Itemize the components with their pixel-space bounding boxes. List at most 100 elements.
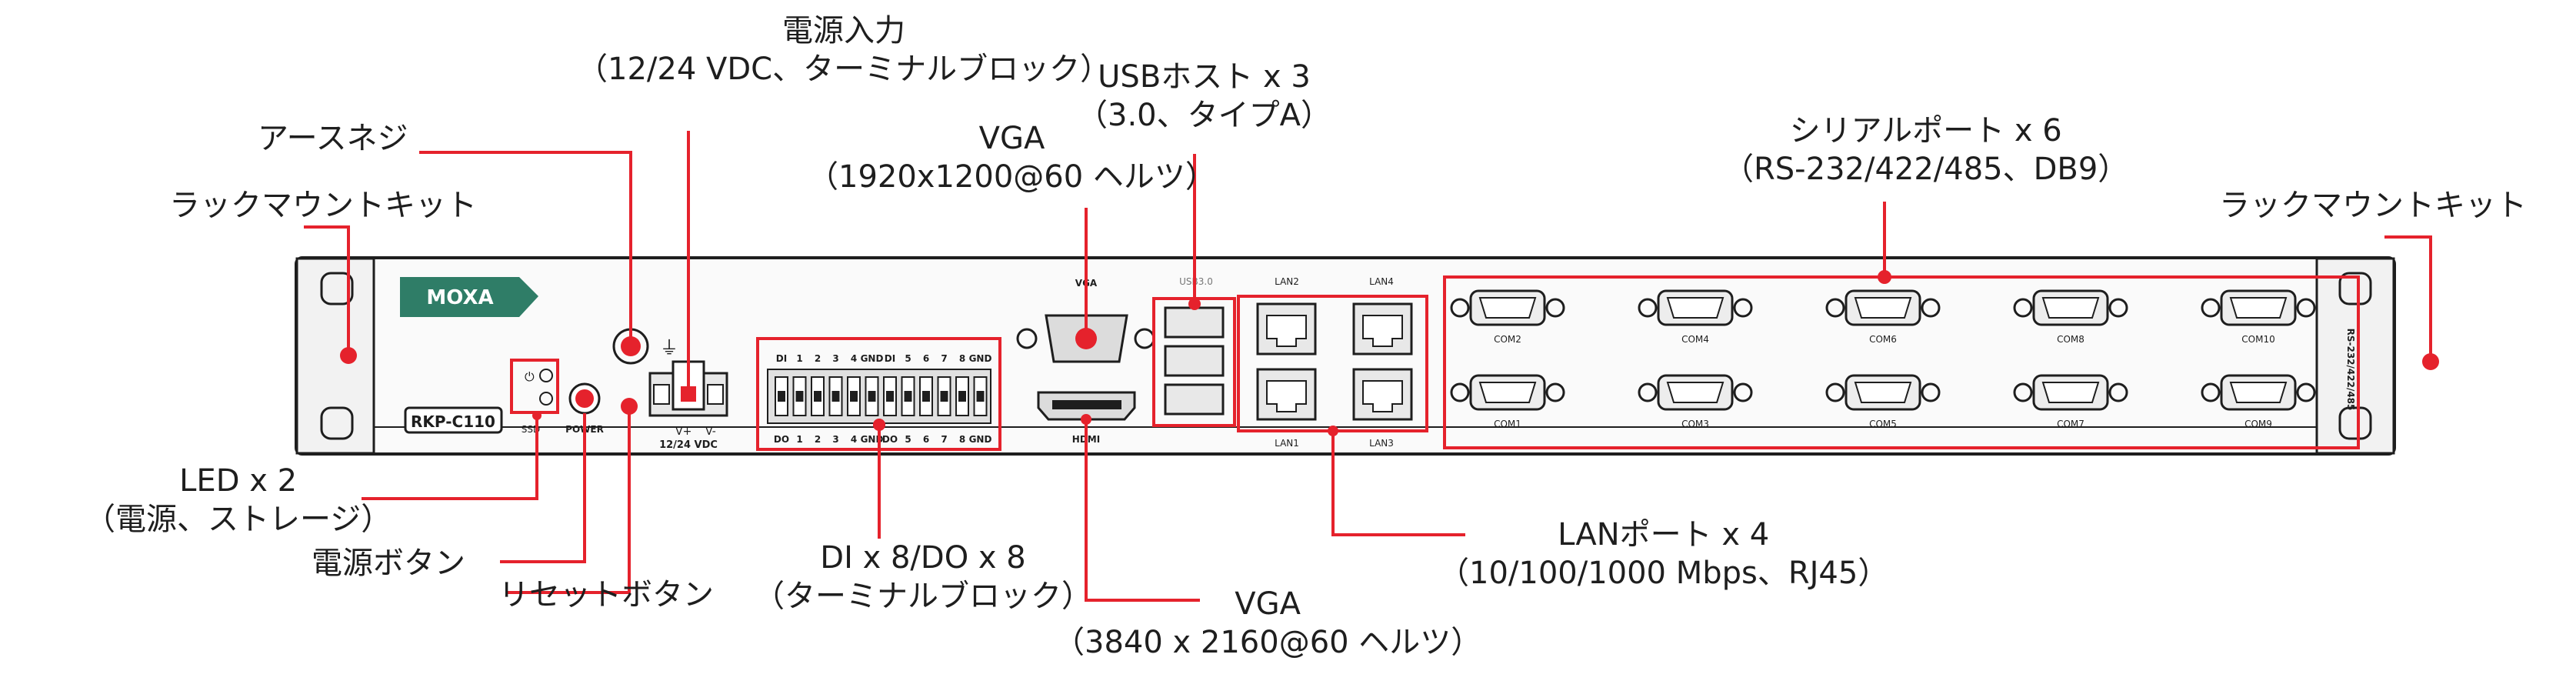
callout-hdmi-vga: VGA （3840 x 2160@60 ヘルツ） [1054, 585, 1481, 662]
rj45-port [1352, 368, 1413, 421]
db9-port [2013, 374, 2128, 411]
callout-usb-host-title: USBホスト x 3 [1098, 59, 1311, 95]
com-label: COM1 [1494, 419, 1521, 429]
callout-dio: DI x 8/DO x 8 （ターミナルブロック） [754, 539, 1092, 616]
di-label: DI [885, 353, 895, 364]
com-label: COM3 [1681, 419, 1709, 429]
usb-port [1164, 383, 1225, 416]
callout-led-detail: （電源、ストレージ） [85, 502, 392, 537]
power-vminus-label: V- [705, 426, 716, 438]
rack-ear-right-slot-bottom [2338, 406, 2372, 440]
do-label: 1 [796, 434, 802, 445]
callout-lan-ports-detail: （10/100/1000 Mbps、RJ45） [1438, 556, 1889, 591]
callout-power-input-detail: （12/24 VDC、ターミナルブロック） [577, 52, 1111, 87]
callout-vga-top: VGA （1920x1200@60 ヘルツ） [808, 119, 1216, 196]
power-rating-label: 12/24 VDC [659, 439, 718, 451]
callout-dio-detail: （ターミナルブロック） [754, 579, 1092, 614]
callout-endpoints [532, 388, 1338, 436]
db9-port [2201, 374, 2316, 411]
usb-port [1164, 345, 1225, 377]
com-label: COM9 [2244, 419, 2272, 429]
do-label: 6 [923, 434, 929, 445]
com-label: COM4 [1681, 334, 1709, 345]
terminal-screw [868, 391, 876, 402]
storage-led-icon [539, 392, 553, 406]
com-label: COM6 [1869, 334, 1897, 345]
di-label: 8 [959, 353, 965, 364]
di-label: GND [861, 353, 884, 364]
do-label: DO [774, 434, 789, 445]
svg-text:⏻: ⏻ [525, 369, 535, 384]
lan-label: LAN4 [1369, 276, 1394, 287]
db9-port [2013, 289, 2128, 326]
di-label: 2 [815, 353, 821, 364]
rack-ear-left [295, 257, 375, 455]
lan-label: LAN3 [1369, 438, 1394, 449]
terminal-screw [831, 391, 840, 402]
callout-earth-screw-title: アースネジ [258, 121, 408, 156]
do-label: 2 [815, 434, 821, 445]
callout-vga-top-title: VGA [978, 121, 1045, 156]
callout-power-button: 電源ボタン [312, 544, 465, 583]
power-led-icon [539, 369, 553, 382]
db9-port [1825, 374, 1941, 411]
db9-port [1450, 289, 1565, 326]
db9-port [1825, 289, 1941, 326]
terminal-screw [886, 391, 894, 402]
terminal-screw [940, 391, 948, 402]
usb-port [1164, 306, 1225, 339]
model-plate: RKP-C110 [404, 406, 503, 434]
rack-ear-right [2315, 257, 2395, 455]
hdmi-port: HDMI [1037, 391, 1136, 445]
lan-label: LAN1 [1275, 438, 1299, 449]
do-label: 3 [832, 434, 838, 445]
callout-power-input: 電源入力 （12/24 VDC、ターミナルブロック） [577, 12, 1111, 88]
rj45-port [1256, 368, 1317, 421]
terminal-screw [814, 391, 821, 402]
leader-lines [304, 131, 2432, 602]
db9-port [1638, 374, 1753, 411]
rack-ear-left-slot-top [320, 272, 354, 305]
callout-led: LED x 2 （電源、ストレージ） [85, 462, 392, 539]
callout-led-title: LED x 2 [179, 463, 298, 499]
callout-serial-ports-title: シリアルポート x 6 [1789, 113, 2062, 149]
callout-rackmount-left-title: ラックマウントキット [169, 188, 477, 223]
callout-hdmi-vga-title: VGA [1235, 586, 1301, 622]
callout-reset-button-title: リセットボタン [498, 577, 714, 613]
com-label: COM7 [2057, 419, 2084, 429]
com-label: COM8 [2057, 334, 2084, 345]
callout-power-input-title: 電源入力 [782, 13, 906, 48]
do-label: DO [882, 434, 898, 445]
terminal-screw [850, 391, 858, 402]
db9-port [1450, 374, 1565, 411]
db9-port [2201, 289, 2316, 326]
logo-text: MOXA [426, 286, 493, 309]
di-label: 6 [923, 353, 929, 364]
rack-ear-left-slot-bottom [320, 406, 354, 440]
do-label: 7 [941, 434, 947, 445]
terminal-screw [778, 391, 785, 402]
terminal-screw [976, 391, 985, 402]
callout-power-button-title: 電源ボタン [312, 546, 465, 581]
rj45-port [1256, 302, 1317, 356]
do-label: 8 [959, 434, 965, 445]
callout-lan-ports: LANポート x 4 （10/100/1000 Mbps、RJ45） [1438, 516, 1888, 593]
di-label: DI [776, 353, 787, 364]
callout-usb-host: USBホスト x 3 （3.0、タイプA） [1077, 58, 1331, 135]
callout-reset-button: リセットボタン [498, 576, 714, 614]
model-label: RKP-C110 [411, 412, 495, 431]
callout-serial-ports: シリアルポート x 6 （RS-232/422/485、DB9） [1723, 112, 2128, 189]
di-label: 4 [851, 353, 857, 364]
com-label: COM5 [1869, 419, 1897, 429]
callout-hdmi-vga-detail: （3840 x 2160@60 ヘルツ） [1054, 625, 1482, 660]
callout-vga-top-detail: （1920x1200@60 ヘルツ） [808, 159, 1216, 195]
moxa-logo: MOXA [400, 277, 538, 317]
serial-side-label: RS-232/422/485 [2345, 329, 2356, 411]
terminal-screw [958, 391, 966, 402]
callout-dio-title: DI x 8/DO x 8 [820, 540, 1026, 576]
terminal-screw [795, 391, 804, 402]
di-label: 7 [941, 353, 947, 364]
power-vplus-label: V+ [675, 426, 691, 438]
